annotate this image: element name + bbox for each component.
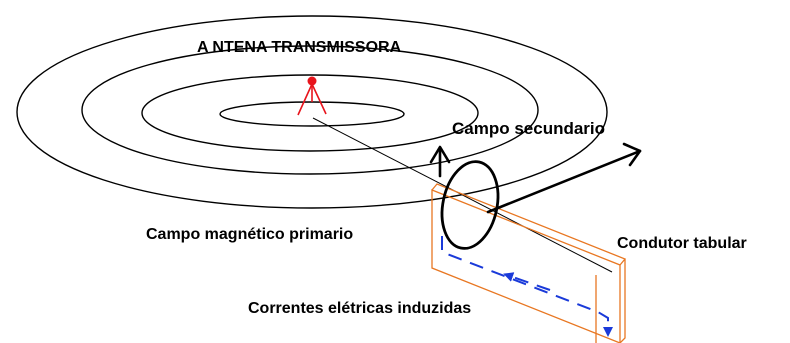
tabular-conductor — [431, 183, 627, 343]
induced-current-path — [441, 236, 613, 337]
secondary-field-loop — [440, 160, 500, 250]
secondary-field-label: Campo secundario — [452, 119, 606, 138]
field-loop-inner — [219, 101, 405, 127]
propagation-line — [312, 117, 613, 273]
conductor-label: Condutor tabular — [617, 235, 747, 252]
primary-field-label: Campo magnético primario — [146, 226, 354, 243]
field-loop-outer — [16, 15, 608, 209]
transmitting-antenna-icon — [297, 76, 327, 116]
field-loop-middle — [141, 74, 479, 152]
induced-currents-label: Correntes elétricas induzidas — [248, 300, 472, 317]
antenna-label: A NTENA TRANSMISSORA — [197, 39, 402, 56]
primary-field-lines — [16, 15, 608, 209]
field-loop-second — [81, 45, 539, 175]
secondary-field-arrows — [429, 142, 642, 214]
